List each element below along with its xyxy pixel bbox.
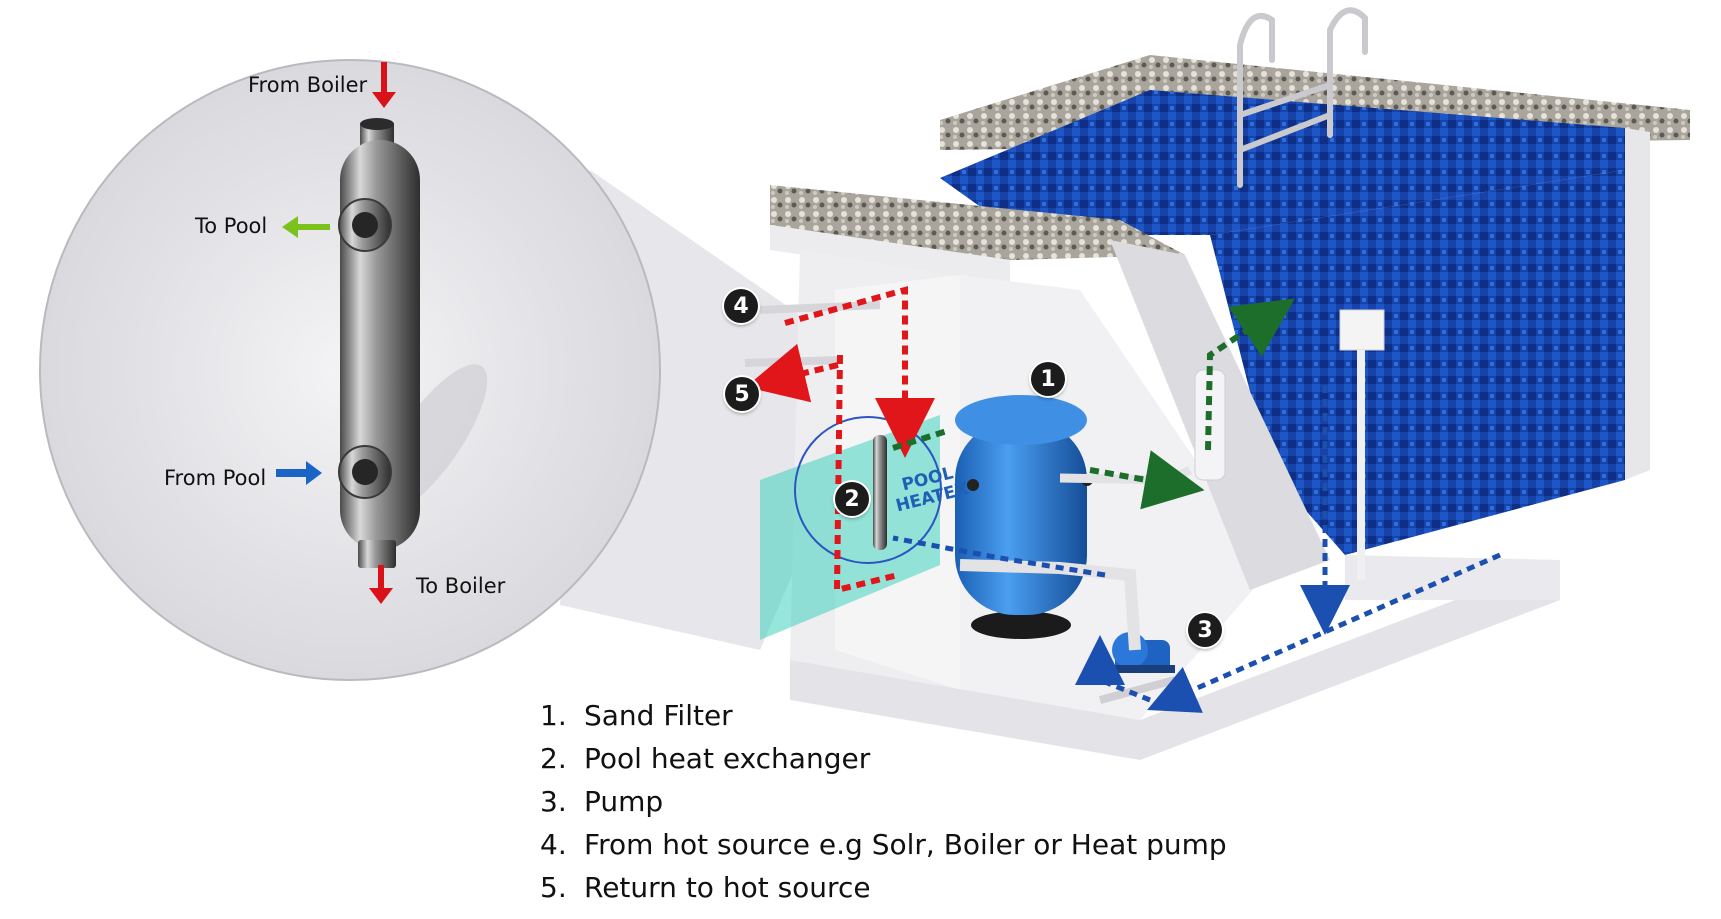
badge-5: 5 (725, 377, 759, 411)
pool-flow-lines (892, 385, 1502, 713)
legend-item: 4. From hot source e.g Solr, Boiler or He… (540, 823, 1227, 866)
legend-item: 3. Pump (540, 780, 1227, 823)
arrow-down-icon (369, 565, 393, 604)
legend-list: 1. Sand Filter 2. Pool heat exchanger 3. Pu… (540, 694, 1227, 909)
pool-water (940, 90, 1625, 235)
legend-number: 5. (540, 871, 567, 904)
badge-2: 2 (835, 482, 869, 516)
legend-text: Pool heat exchanger (584, 742, 871, 775)
heat-exchanger-detail (338, 118, 488, 568)
legend-number: 2. (540, 742, 567, 775)
legend-text: Return to hot source (584, 871, 871, 904)
label-to-boiler: To Boiler (416, 574, 506, 598)
arrow-left-icon (282, 216, 330, 238)
legend-text: Sand Filter (584, 699, 733, 732)
to-pool-flow-lines (892, 298, 1295, 510)
pipe-icon (1357, 350, 1365, 580)
label-to-pool: To Pool (195, 214, 268, 238)
filter-pipe (959, 559, 1141, 651)
arrow-down-icon (372, 62, 396, 108)
label-from-pool: From Pool (164, 466, 267, 490)
hot-flow-lines (745, 286, 935, 594)
pool-wall-tiles (1210, 170, 1625, 555)
legend-item: 2. Pool heat exchanger (540, 737, 1227, 780)
skimmer (1339, 309, 1385, 351)
heat-exchanger-small (873, 435, 887, 550)
label-from-boiler: From Boiler (248, 73, 368, 97)
legend-text: Pump (584, 785, 664, 818)
legend-number: 3. (540, 785, 567, 818)
zoom-ring (794, 416, 942, 564)
glass-plane (760, 415, 940, 640)
hot-source-pipe (759, 301, 881, 314)
legend-item: 5. Return to hot source (540, 866, 1227, 909)
legend-text: From hot source e.g Solr, Boiler or Heat… (584, 828, 1227, 861)
ladder-icon (1237, 7, 1368, 188)
legend-number: 1. (540, 699, 567, 732)
legend-item: 1. Sand Filter (540, 694, 1227, 737)
badge-4: 4 (724, 289, 758, 323)
badge-1: 1 (1031, 362, 1065, 396)
badge-3: 3 (1188, 613, 1222, 647)
arrow-right-icon (276, 461, 322, 485)
legend-number: 4. (540, 828, 567, 861)
return-source-pipe (744, 356, 841, 367)
